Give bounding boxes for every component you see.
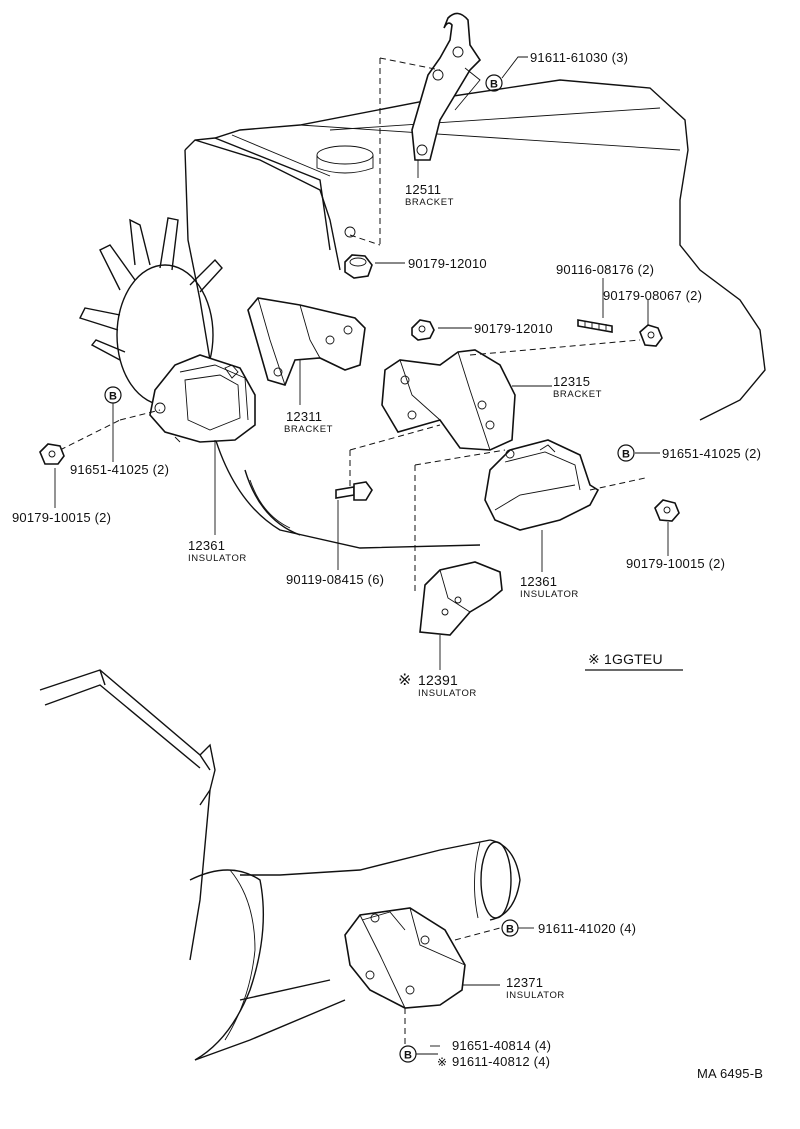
label-insulator-rear-number: 12371: [506, 975, 543, 990]
label-nut-right: 90179-10015 (2): [626, 556, 725, 571]
label-stud: 90116-08176 (2): [556, 262, 654, 277]
bracket-12315[interactable]: [381, 349, 516, 451]
label-bracket-top-number: 12511: [405, 182, 441, 197]
bolt-90119-08415[interactable]: [335, 481, 373, 501]
label-bolt-bottom-2-mark: ※: [437, 1055, 447, 1069]
label-insulator-left-number: 12361: [188, 538, 225, 553]
label-insulator-lower-number: 12391: [418, 672, 458, 688]
label-insulator-left-name: INSULATOR: [188, 553, 247, 564]
label-bracket-top-name: BRACKET: [405, 197, 454, 208]
stud-90116-08176[interactable]: [577, 319, 613, 333]
label-engine-note: ※ 1GGTEU: [588, 651, 663, 667]
label-insulator-rear-name: INSULATOR: [506, 990, 565, 1001]
engine-block: [184, 79, 766, 549]
label-nut-mid: 90179-12010: [474, 321, 553, 336]
bracket-12511[interactable]: [411, 12, 482, 161]
label-bolt-top: 91611-61030 (3): [530, 50, 628, 65]
label-bracket-left-number: 12311: [286, 409, 322, 424]
label-bolt-bottom-1: 91651-40814 (4): [452, 1038, 551, 1053]
transmission: [39, 669, 521, 1061]
label-nut-left: 90179-10015 (2): [12, 510, 111, 525]
svg-text:B: B: [622, 449, 630, 461]
label-bolt-center: 90119-08415 (6): [286, 572, 384, 587]
label-bracket-right-number: 12315: [553, 374, 590, 389]
symbol-b-top: B: [485, 74, 503, 92]
insulator-12361-left[interactable]: [149, 354, 256, 443]
label-insulator-right-name: INSULATOR: [520, 589, 579, 600]
svg-text:B: B: [506, 924, 514, 936]
label-insulator-lower-mark: ※: [398, 672, 412, 689]
label-bracket-left-name: BRACKET: [284, 424, 333, 435]
nut-90179-12010-mid[interactable]: [411, 319, 435, 341]
symbol-b-left: B: [104, 386, 122, 404]
symbol-b-right: B: [617, 444, 635, 462]
label-nut-top: 90179-12010: [408, 256, 487, 271]
svg-text:B: B: [109, 391, 117, 403]
label-bolt-right: 91651-41025 (2): [662, 446, 761, 461]
label-diagram-code: MA 6495-B: [697, 1066, 763, 1081]
svg-text:B: B: [404, 1050, 412, 1062]
label-insulator-right-number: 12361: [520, 574, 557, 589]
nut-90179-10015-left[interactable]: [39, 443, 65, 465]
bracket-12311[interactable]: [247, 297, 366, 386]
label-bolt-rear: 91611-41020 (4): [538, 921, 636, 936]
label-bracket-right-name: BRACKET: [553, 389, 602, 400]
label-bolt-bottom-2: 91611-40812 (4): [452, 1054, 550, 1069]
label-insulator-lower-name: INSULATOR: [418, 688, 477, 699]
nut-90179-08067[interactable]: [639, 324, 663, 347]
nut-90179-12010-upper[interactable]: [344, 254, 373, 279]
symbol-b-rear: B: [501, 919, 519, 937]
label-bolt-left: 91651-41025 (2): [70, 462, 169, 477]
svg-text:B: B: [490, 79, 498, 91]
insulator-12391[interactable]: [419, 561, 503, 636]
label-nut-stud: 90179-08067 (2): [603, 288, 702, 303]
insulator-12361-right[interactable]: [484, 439, 600, 531]
symbol-b-bottom: B: [399, 1045, 417, 1063]
insulator-12371[interactable]: [344, 907, 466, 1009]
nut-90179-10015-right[interactable]: [654, 499, 680, 522]
